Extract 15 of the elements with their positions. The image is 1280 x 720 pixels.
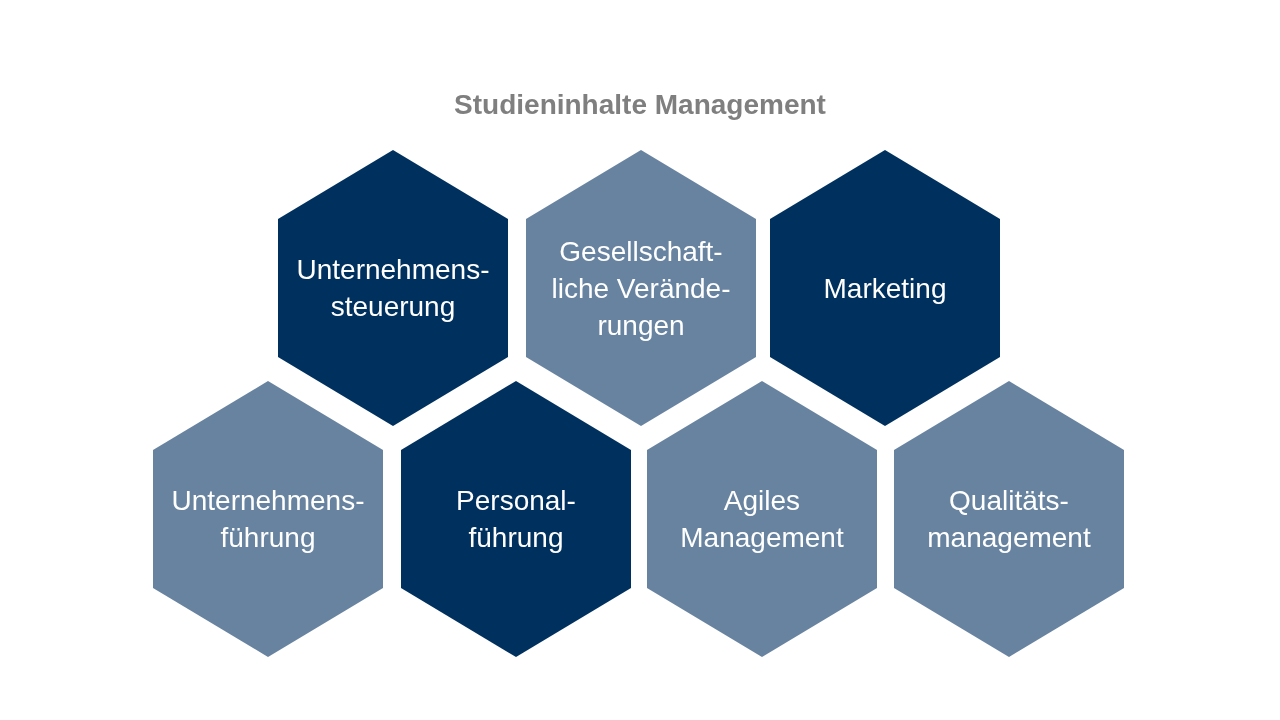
hexagon xyxy=(526,150,756,426)
hexagon-label: Personal- führung xyxy=(455,484,577,555)
hexagon xyxy=(153,381,383,657)
hexagon-label: Unternehmens- führung xyxy=(170,484,366,555)
hexagon xyxy=(278,150,508,426)
hexagon-label: Marketing xyxy=(823,271,947,306)
hexagon xyxy=(770,150,1000,426)
title: Studieninhalte Management xyxy=(454,88,826,122)
hexagon-label: Agiles Management xyxy=(679,484,845,555)
hexagon-label: Gesellschaft- liche Verände- rungen xyxy=(551,234,731,343)
hexagon-label: Qualitäts- management xyxy=(926,484,1092,555)
hexagon-label: Unternehmens- steuerung xyxy=(295,253,491,324)
hexagon xyxy=(894,381,1124,657)
hexagon xyxy=(647,381,877,657)
hexagon xyxy=(401,381,631,657)
